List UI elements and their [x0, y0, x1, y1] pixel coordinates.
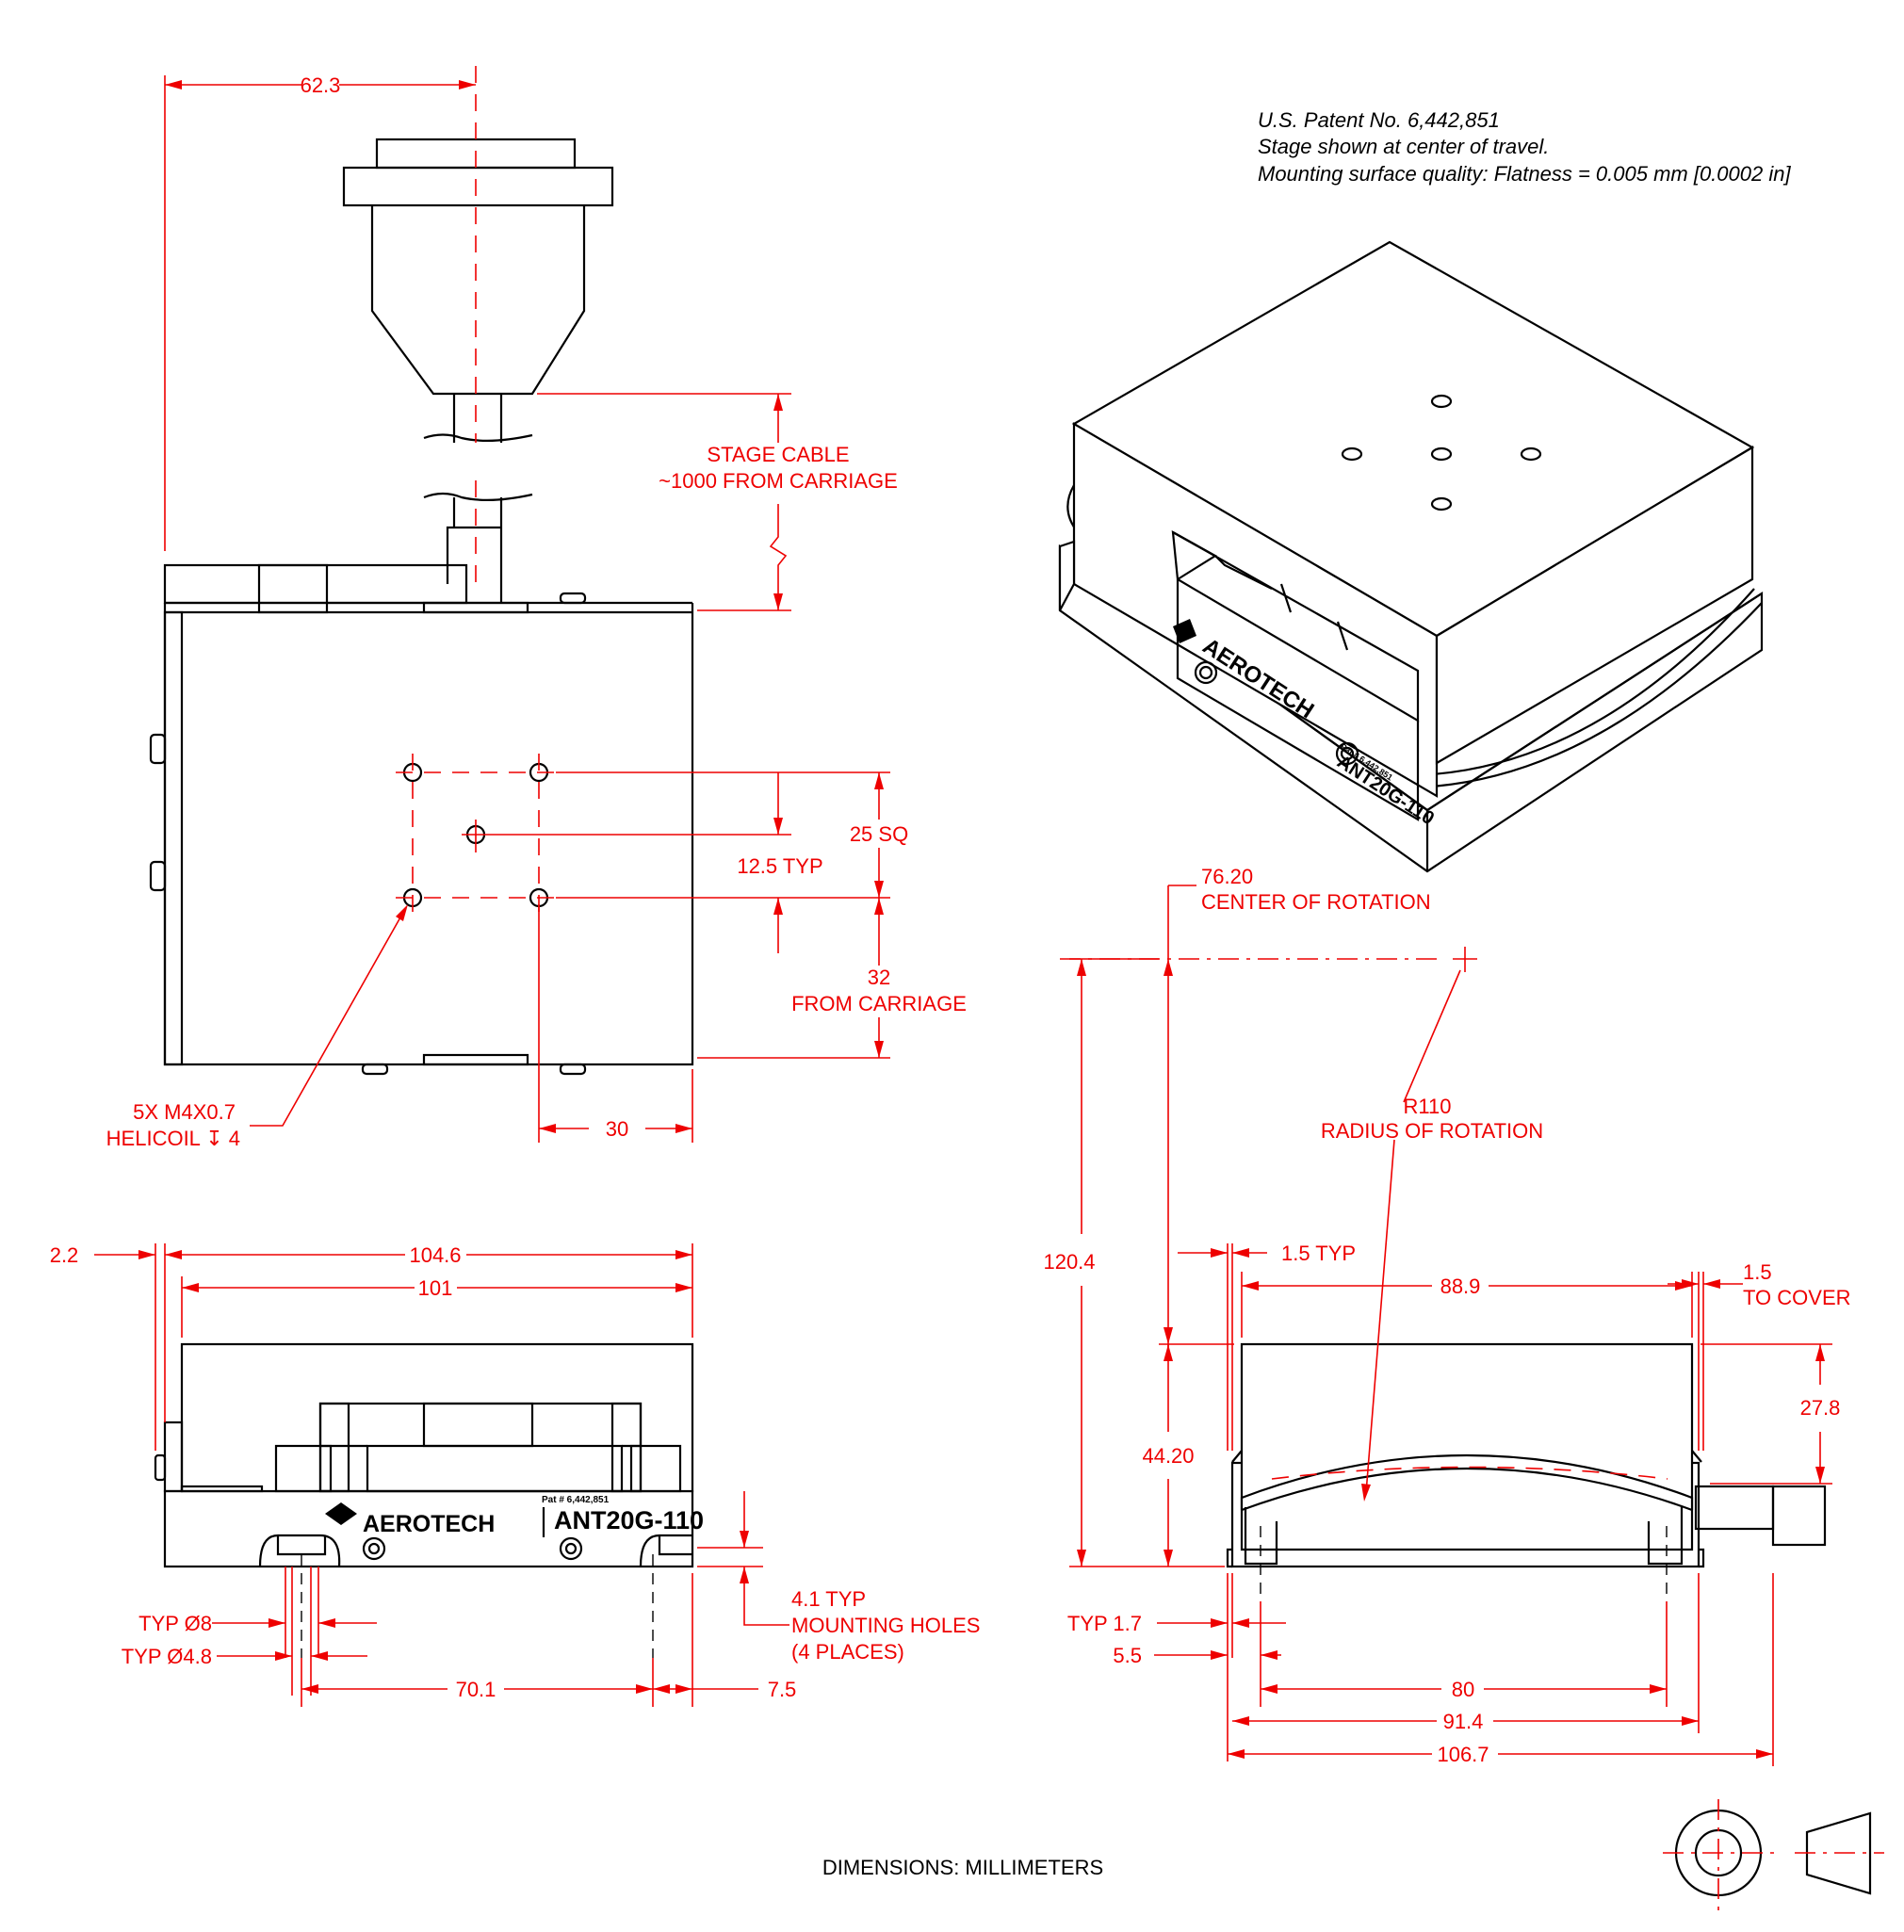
depth-dim-1: 4.1 TYP: [791, 1587, 866, 1611]
hole-callout-1: 5X M4X0.7: [133, 1100, 236, 1124]
front-brand-text: AEROTECH: [363, 1511, 495, 1537]
hole-spacing-dim-side: 80: [1452, 1678, 1474, 1701]
edge-offset-dim-front: 7.5: [768, 1678, 797, 1701]
edge-offset-dim: 30: [606, 1117, 628, 1141]
cover-gap-value: 1.5: [1743, 1260, 1772, 1284]
half-square-dim: 12.5 TYP: [737, 854, 822, 878]
base-lip-dim: 2.2: [50, 1243, 79, 1267]
overall-width-dim: 104.6: [409, 1243, 461, 1267]
rotation-value: 76.20: [1201, 865, 1253, 888]
top-view: 62.3 STAGE CABLE ~1000 FROM CARRIAGE 25 …: [106, 66, 967, 1150]
patent-note: U.S. Patent No. 6,442,851: [1258, 108, 1500, 132]
flatness-note: Mounting surface quality: Flatness = 0.0…: [1258, 162, 1791, 186]
thru-dia-dim: TYP Ø4.8: [122, 1645, 212, 1668]
cable-label-2: ~1000 FROM CARRIAGE: [659, 469, 898, 493]
isometric-view: AEROTECH Pat # 6,442,851 ANT20G-110: [1058, 240, 1764, 873]
hole-offset-dim: 5.5: [1113, 1644, 1142, 1667]
base-width-dim: 91.4: [1443, 1710, 1484, 1733]
depth-dim-2: MOUNTING HOLES: [791, 1614, 980, 1637]
carriage-height-dim: 27.8: [1800, 1396, 1841, 1420]
depth-dim-3: (4 PLACES): [791, 1640, 904, 1664]
radius-value: R110: [1404, 1095, 1452, 1118]
top-width-dim: 101: [418, 1276, 453, 1300]
projection-symbol: [1663, 1799, 1884, 1912]
cover-gap-label: TO COVER: [1743, 1286, 1851, 1309]
square-dim: 25 SQ: [850, 822, 908, 846]
edge-gap-dim: 1.5 TYP: [1281, 1242, 1356, 1265]
travel-note: Stage shown at center of travel.: [1258, 135, 1549, 158]
overall-height-dim: 120.4: [1043, 1250, 1095, 1274]
top-stage-body: [149, 563, 694, 1076]
hole-callout-2: HELICOIL ↧ 4: [106, 1127, 240, 1150]
cable-label-1: STAGE CABLE: [707, 443, 849, 466]
from-carriage-label: FROM CARRIAGE: [791, 992, 967, 1015]
base-lip-dim-side: TYP 1.7: [1067, 1612, 1142, 1635]
cable-offset-dim: 62.3: [301, 73, 341, 97]
hole-spacing-dim: 70.1: [456, 1678, 496, 1701]
side-view: 76.20 CENTER OF ROTATION R110 RADIUS OF …: [1043, 865, 1851, 1766]
table-height-dim: 44.20: [1142, 1444, 1194, 1468]
from-carriage-value: 32: [868, 966, 890, 989]
cbore-dia-dim: TYP Ø8: [138, 1612, 212, 1635]
radius-label: RADIUS OF ROTATION: [1321, 1119, 1543, 1143]
overall-width-dim-side: 106.7: [1437, 1743, 1489, 1766]
notes-block: U.S. Patent No. 6,442,851 Stage shown at…: [1258, 108, 1791, 186]
front-patent-text: Pat # 6,442,851: [542, 1495, 610, 1505]
cable-connector: [342, 138, 614, 603]
rotation-label: CENTER OF ROTATION: [1201, 890, 1431, 914]
front-view: AEROTECH ANT20G-110 Pat # 6,442,851 2.2 …: [50, 1243, 980, 1707]
front-model-text: ANT20G-110: [554, 1506, 704, 1534]
top-width-dim-side: 88.9: [1440, 1274, 1481, 1298]
units-note: DIMENSIONS: MILLIMETERS: [822, 1856, 1103, 1879]
